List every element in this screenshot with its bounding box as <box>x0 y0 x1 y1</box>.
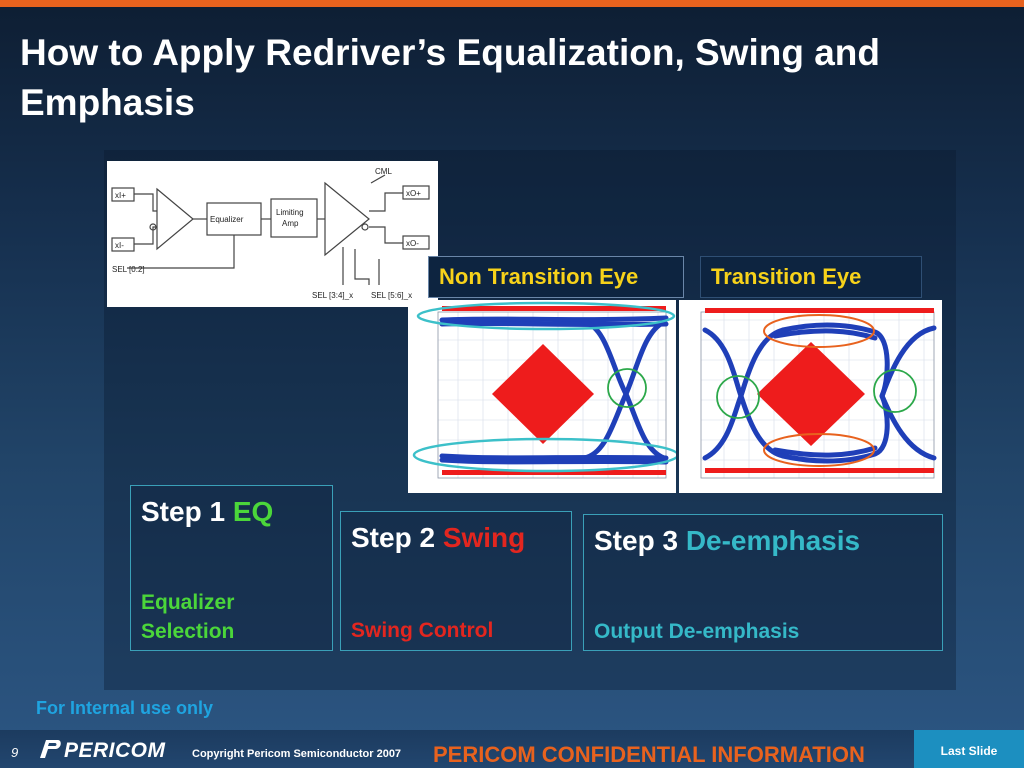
step-3-deemphasis-box: Step 3 De-emphasis Output De-emphasis <box>583 514 943 651</box>
step-2-keyword: Swing <box>442 522 526 553</box>
pericom-logo-icon <box>40 740 61 758</box>
internal-use-note: For Internal use only <box>36 698 214 718</box>
step-2-heading: Step 2 Swing <box>351 522 525 554</box>
last-slide-button[interactable]: Last Slide <box>914 730 1024 768</box>
sel-swing-label: SEL [3:4]_x <box>312 291 353 300</box>
step-2-swing-box: Step 2 Swing Swing Control <box>340 511 572 651</box>
transition-eye-label: Transition Eye <box>700 256 922 298</box>
step-3-heading: Step 3 De-emphasis <box>594 525 860 557</box>
non-transition-eye-diagram <box>408 300 676 493</box>
input-neg-label: xI- <box>115 241 124 250</box>
confidential-banner: PERICOM CONFIDENTIAL INFORMATION <box>433 742 865 767</box>
step-1-heading: Step 1 EQ <box>141 496 273 528</box>
cml-label: CML <box>375 167 392 176</box>
non-transition-eye-label: Non Transition Eye <box>428 256 684 298</box>
step-2-description: Swing Control <box>351 619 494 642</box>
slide-title: How to Apply Redriver’s Equalization, Sw… <box>20 32 880 123</box>
page-number: 9 <box>11 745 19 760</box>
step-3-description: Output De-emphasis <box>594 620 800 643</box>
output-neg-label: xO- <box>406 239 419 248</box>
top-accent-bar <box>0 0 1024 7</box>
step-1-desc-line-1: Equalizer <box>141 591 235 614</box>
step-3-keyword: De-emphasis <box>685 525 861 556</box>
output-pos-label: xO+ <box>406 189 421 198</box>
step-1-description: Equalizer Selection <box>141 588 234 646</box>
step-1-prefix: Step 1 <box>141 496 226 527</box>
step-3-prefix: Step 3 <box>594 525 679 556</box>
step-1-desc-line-2: Selection <box>141 620 235 643</box>
sel-eq-label: SEL [0:2] <box>112 265 145 274</box>
pericom-logo-text: PERICOM <box>64 739 166 762</box>
equalizer-label: Equalizer <box>210 215 244 224</box>
redriver-block-diagram: xI+ xI- Equalizer Limiting Amp CML xO+ x… <box>107 161 438 307</box>
copyright-text: Copyright Pericom Semiconductor 2007 <box>192 748 402 760</box>
input-pos-label: xI+ <box>115 191 126 200</box>
step-1-eq-box: Step 1 EQ Equalizer Selection <box>130 485 333 651</box>
limiting-amp-label-2: Amp <box>282 219 299 228</box>
sel-emph-label: SEL [5:6]_x <box>371 291 412 300</box>
step-1-keyword: EQ <box>232 496 274 527</box>
slide-footer: 9 PERICOM Copyright Pericom Semiconducto… <box>0 730 1024 768</box>
step-2-prefix: Step 2 <box>351 522 436 553</box>
transition-eye-diagram <box>679 300 942 493</box>
limiting-amp-label-1: Limiting <box>276 208 304 217</box>
